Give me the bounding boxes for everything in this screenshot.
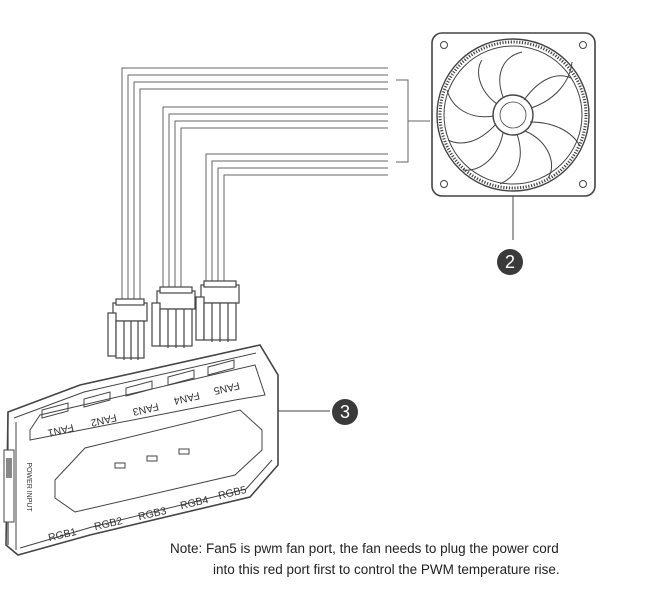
hub-fan-port-labels: FAN1 FAN2 FAN3 FAN4 FAN5 [46, 379, 240, 439]
svg-text:3: 3 [340, 402, 350, 422]
note-line-1: Note: Fan5 is pwm fan port, the fan need… [170, 541, 559, 556]
fan [431, 32, 596, 240]
wire-group-bracket [396, 79, 430, 163]
fan-port-label-3: FAN3 [131, 400, 159, 418]
rgb-fan-hub [3, 344, 330, 556]
callout-fan: 2 [497, 249, 523, 275]
connector-left [107, 298, 148, 360]
power-input-label: POWER INPUT [25, 462, 32, 512]
fan-port-label-4: FAN4 [172, 389, 200, 407]
callout-hub: 3 [332, 399, 358, 425]
note-line-2: into this red port first to control the … [213, 562, 560, 577]
fan-port-label-5: FAN5 [212, 379, 240, 397]
connector-right [195, 280, 240, 342]
connector-middle [151, 286, 196, 348]
fan-cable-wires [121, 67, 388, 305]
fan-port-label-2: FAN2 [89, 411, 117, 429]
svg-text:2: 2 [505, 252, 515, 272]
fan-connectors [107, 280, 240, 360]
fan-port-label-1: FAN1 [46, 421, 74, 439]
